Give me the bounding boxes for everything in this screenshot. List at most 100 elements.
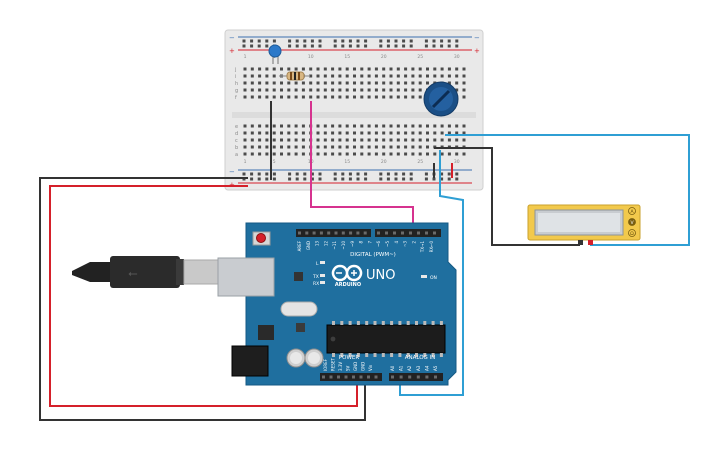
breadboard-hole[interactable] bbox=[250, 95, 254, 99]
breadboard-hole[interactable] bbox=[433, 152, 437, 156]
breadboard-hole[interactable] bbox=[323, 124, 327, 128]
breadboard-hole[interactable] bbox=[258, 145, 262, 149]
breadboard-hole[interactable] bbox=[374, 152, 378, 156]
rail-hole[interactable] bbox=[424, 44, 428, 48]
header-pin[interactable] bbox=[399, 375, 403, 379]
rail-hole[interactable] bbox=[265, 44, 269, 48]
breadboard-hole[interactable] bbox=[301, 152, 305, 156]
rail-hole[interactable] bbox=[348, 172, 352, 176]
rail-hole[interactable] bbox=[440, 172, 444, 176]
rail-hole[interactable] bbox=[318, 172, 322, 176]
breadboard-hole[interactable] bbox=[426, 81, 429, 85]
rail-hole[interactable] bbox=[379, 172, 383, 176]
header-pin[interactable] bbox=[312, 231, 316, 235]
rail-hole[interactable] bbox=[432, 177, 436, 181]
breadboard-hole[interactable] bbox=[404, 74, 408, 78]
breadboard-hole[interactable] bbox=[338, 81, 342, 85]
breadboard-hole[interactable] bbox=[462, 95, 466, 99]
breadboard-hole[interactable] bbox=[360, 88, 364, 92]
rail-hole[interactable] bbox=[303, 44, 307, 48]
breadboard-hole[interactable] bbox=[294, 81, 298, 85]
breadboard-hole[interactable] bbox=[243, 81, 247, 85]
breadboard-hole[interactable] bbox=[411, 138, 415, 142]
breadboard-hole[interactable] bbox=[404, 145, 408, 149]
breadboard-hole[interactable] bbox=[280, 124, 283, 128]
header-pin[interactable] bbox=[401, 231, 404, 235]
rail-hole[interactable] bbox=[402, 39, 406, 43]
breadboard-hole[interactable] bbox=[294, 95, 298, 99]
breadboard-hole[interactable] bbox=[309, 95, 313, 99]
header-pin[interactable] bbox=[359, 375, 363, 379]
breadboard-hole[interactable] bbox=[447, 124, 451, 128]
rail-hole[interactable] bbox=[303, 39, 307, 43]
breadboard-hole[interactable] bbox=[396, 124, 400, 128]
breadboard-hole[interactable] bbox=[258, 124, 262, 128]
breadboard-hole[interactable] bbox=[433, 67, 437, 71]
breadboard-hole[interactable] bbox=[331, 124, 335, 128]
breadboard-hole[interactable] bbox=[294, 67, 298, 71]
rail-hole[interactable] bbox=[379, 44, 383, 48]
breadboard-hole[interactable] bbox=[331, 152, 335, 156]
breadboard-hole[interactable] bbox=[455, 74, 459, 78]
rail-hole[interactable] bbox=[295, 172, 299, 176]
rail-hole[interactable] bbox=[424, 172, 428, 176]
breadboard-hole[interactable] bbox=[316, 74, 320, 78]
breadboard-hole[interactable] bbox=[389, 67, 393, 71]
header-pin[interactable] bbox=[344, 375, 348, 379]
breadboard-hole[interactable] bbox=[338, 88, 342, 92]
breadboard-hole[interactable] bbox=[309, 74, 313, 78]
header-pin[interactable] bbox=[352, 375, 355, 379]
breadboard-hole[interactable] bbox=[382, 81, 386, 85]
breadboard-hole[interactable] bbox=[280, 145, 283, 149]
rail-hole[interactable] bbox=[455, 172, 459, 176]
rail-hole[interactable] bbox=[272, 172, 276, 176]
breadboard-hole[interactable] bbox=[265, 74, 269, 78]
breadboard-hole[interactable] bbox=[258, 81, 262, 85]
header-pin[interactable] bbox=[319, 231, 323, 235]
breadboard-hole[interactable] bbox=[301, 88, 305, 92]
breadboard-hole[interactable] bbox=[462, 74, 466, 78]
breadboard-hole[interactable] bbox=[411, 95, 415, 99]
rail-hole[interactable] bbox=[242, 39, 246, 43]
header-pin[interactable] bbox=[425, 375, 429, 379]
header-pin[interactable] bbox=[433, 231, 436, 235]
header-pin[interactable] bbox=[334, 231, 338, 235]
breadboard-hole[interactable] bbox=[316, 152, 320, 156]
breadboard-hole[interactable] bbox=[447, 131, 451, 135]
breadboard-hole[interactable] bbox=[360, 95, 364, 99]
header-pin[interactable] bbox=[377, 231, 380, 235]
breadboard-hole[interactable] bbox=[250, 138, 254, 142]
rail-hole[interactable] bbox=[341, 172, 345, 176]
wire-black-meter[interactable] bbox=[434, 147, 580, 246]
breadboard-hole[interactable] bbox=[287, 138, 291, 142]
breadboard-hole[interactable] bbox=[250, 124, 254, 128]
breadboard-hole[interactable] bbox=[301, 138, 305, 142]
rail-hole[interactable] bbox=[257, 39, 261, 43]
breadboard-hole[interactable] bbox=[280, 138, 283, 142]
rail-hole[interactable] bbox=[379, 177, 383, 181]
breadboard-hole[interactable] bbox=[396, 131, 400, 135]
breadboard-hole[interactable] bbox=[301, 124, 305, 128]
breadboard-hole[interactable] bbox=[316, 81, 320, 85]
breadboard-hole[interactable] bbox=[367, 74, 371, 78]
rail-hole[interactable] bbox=[288, 177, 292, 181]
rail-hole[interactable] bbox=[394, 177, 398, 181]
breadboard-hole[interactable] bbox=[389, 138, 393, 142]
breadboard-hole[interactable] bbox=[353, 95, 356, 99]
rail-hole[interactable] bbox=[402, 172, 406, 176]
rail-hole[interactable] bbox=[303, 177, 307, 181]
breadboard-hole[interactable] bbox=[418, 88, 422, 92]
rail-hole[interactable] bbox=[333, 177, 337, 181]
breadboard-hole[interactable] bbox=[374, 95, 378, 99]
breadboard-hole[interactable] bbox=[353, 67, 356, 71]
breadboard-hole[interactable] bbox=[455, 131, 459, 135]
breadboard-hole[interactable] bbox=[265, 88, 269, 92]
resistor-component[interactable] bbox=[279, 71, 310, 81]
breadboard-hole[interactable] bbox=[418, 131, 422, 135]
mode-a-button[interactable] bbox=[628, 207, 636, 215]
breadboard-hole[interactable] bbox=[316, 67, 320, 71]
breadboard-hole[interactable] bbox=[345, 131, 349, 135]
rail-hole[interactable] bbox=[356, 177, 360, 181]
breadboard-hole[interactable] bbox=[462, 81, 466, 85]
rail-hole[interactable] bbox=[295, 177, 299, 181]
